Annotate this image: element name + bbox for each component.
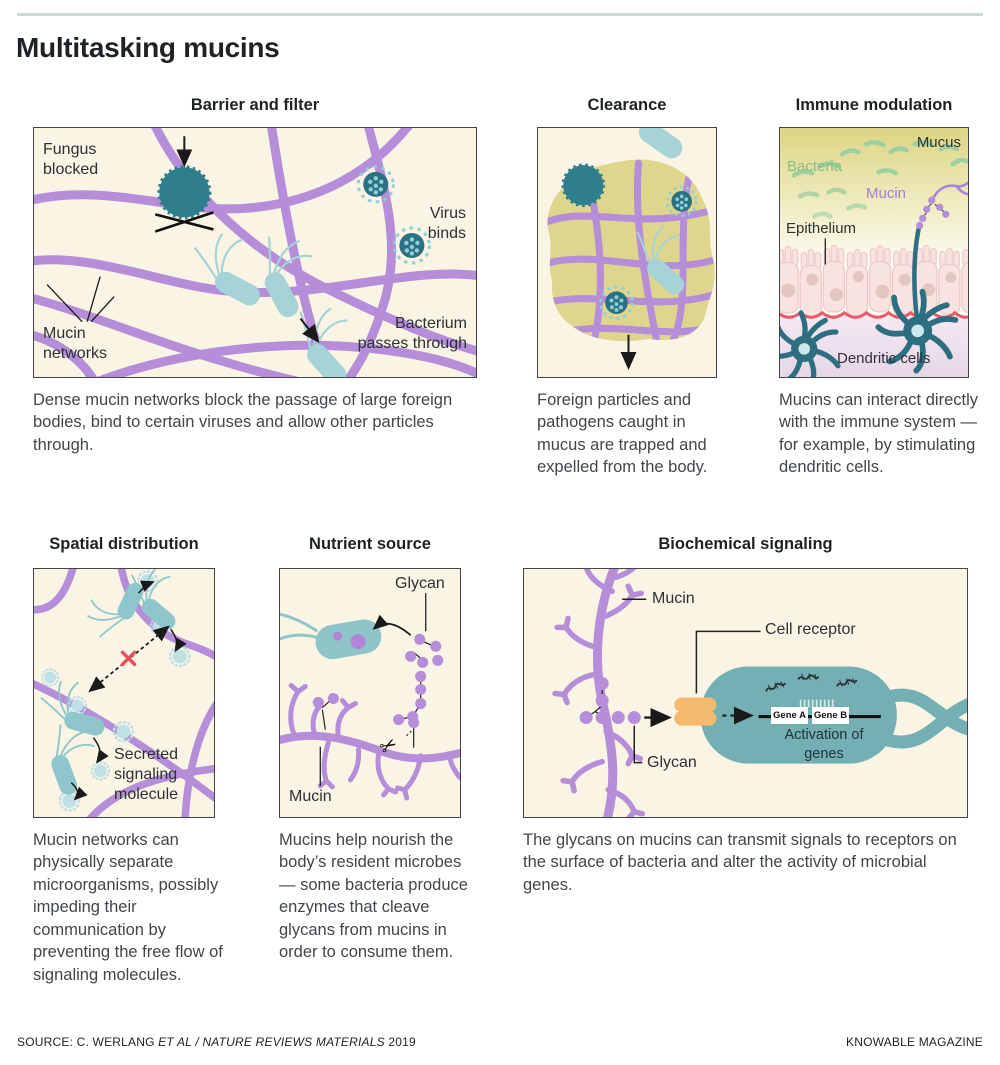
blocked-x-icon (120, 650, 137, 667)
clearance-illustration (547, 128, 715, 370)
label-mucus: Mucus (916, 134, 961, 151)
caption-signaling: The glycans on mucins can transmit signa… (523, 831, 957, 894)
bacterium-icon (315, 619, 382, 660)
mucin-branches (552, 569, 646, 817)
panel-title-clearance: Clearance (587, 96, 667, 114)
panel-immune: Mucus Bacteria Mucin Epithelium Dendriti… (779, 127, 969, 378)
fungus-icon (157, 165, 212, 220)
nutrient-illustration: ✂ (280, 593, 460, 801)
mucin-backbone (592, 569, 619, 817)
cell-nuclei (781, 271, 957, 302)
glycan-dots (579, 676, 641, 725)
publisher-credit: KNOWABLE MAGAZINE (846, 1035, 983, 1049)
uptake-arrow (372, 614, 412, 636)
panel-clearance (537, 127, 717, 378)
mucin-glycan-dots (916, 196, 950, 230)
secretion-arrows (70, 580, 187, 801)
pointer-lines (46, 276, 115, 323)
footer: SOURCE: C. WERLANG ET AL / NATURE REVIEW… (17, 1035, 983, 1049)
label-cell-receptor: Cell receptor (765, 621, 856, 638)
label-mucin-networks: Mucin networks (43, 325, 108, 362)
fungus-icon (561, 163, 606, 208)
caption-immune: Mucins can interact directly with the im… (779, 391, 978, 477)
free-glycan-dots (405, 633, 444, 668)
top-rule (17, 13, 983, 16)
label-dendritic-cells: Dendritic cells (837, 350, 931, 367)
label-glycan: Glycan (647, 754, 697, 771)
attached-glycan-dots (312, 670, 427, 729)
blocked-x-icon (154, 211, 214, 233)
glycan-pointer (633, 725, 643, 764)
gene-a-box: Gene A (771, 707, 808, 724)
caption-nutrient: Mucins help nourish the body’s resident … (279, 831, 468, 962)
label-bacteria: Bacteria (787, 158, 843, 175)
transcription-ticks (799, 699, 834, 708)
panel-nutrient: ✂ Glycan Mucin (279, 568, 461, 818)
mucin-network-strands (34, 128, 476, 377)
caption-clearance: Foreign particles and pathogens caught i… (537, 391, 708, 477)
bacterium-flagella (880, 688, 967, 749)
cell-receptor-icon (674, 697, 717, 726)
label-mucin: Mucin (289, 788, 332, 805)
panel-title-barrier: Barrier and filter (190, 96, 320, 114)
bacterium-icon (606, 128, 708, 164)
mucin-strand (932, 180, 968, 198)
panel-spatial: Secreted signaling molecule (33, 568, 215, 818)
mrna-squiggles (765, 673, 858, 692)
panel-title-signaling: Biochemical signaling (658, 535, 833, 553)
mucin-branches (288, 682, 460, 801)
page-title: Multitasking mucins (16, 32, 280, 63)
panel-title-nutrient: Nutrient source (309, 535, 431, 553)
label-epithelium: Epithelium (786, 220, 857, 237)
dendritic-process (912, 227, 921, 324)
arrow-pass-through (299, 318, 320, 344)
label-virus-binds: Virus binds (427, 205, 466, 242)
source-credit: SOURCE: C. WERLANG ET AL / NATURE REVIEW… (17, 1035, 416, 1049)
panel-barrier: Fungus blocked Virus binds Mucin network… (33, 127, 477, 378)
label-mucin: Mucin (652, 590, 695, 607)
bacteria-icons (791, 140, 968, 219)
label-secreted-molecule: Secreted signaling molecule (114, 746, 179, 803)
receptor-pointer (695, 630, 761, 694)
label-activation: Activation of genes (784, 727, 864, 762)
spatial-illustration (34, 569, 214, 817)
mucin-backbone (280, 731, 460, 763)
immune-illustration (780, 128, 968, 377)
source-suffix: 2019 (384, 1035, 416, 1049)
label-mucin: Mucin (866, 185, 907, 202)
panel-title-immune: Immune modulation (795, 96, 953, 114)
source-prefix: SOURCE: C. WERLANG (17, 1035, 159, 1049)
label-glycan: Glycan (395, 575, 445, 592)
gene-b-box: Gene B (812, 707, 849, 724)
cut-line (406, 729, 414, 737)
panel-title-spatial: Spatial distribution (49, 535, 199, 553)
label-bacterium-passes: Bacterium passes through (357, 315, 467, 352)
label-fungus-blocked: Fungus blocked (43, 141, 99, 178)
bacterium-icon (77, 569, 148, 648)
virus-icon (392, 226, 431, 265)
flagella (280, 612, 319, 641)
caption-barrier: Dense mucin networks block the passage o… (33, 391, 453, 454)
caption-spatial: Mucin networks can physically separate m… (33, 831, 223, 984)
panel-signaling: Mucin Cell receptor Glycan Gene A Gene B… (523, 568, 968, 818)
signaling-illustration (552, 569, 967, 817)
barrier-illustration (34, 128, 476, 377)
source-italic: ET AL / NATURE REVIEWS MATERIALS (158, 1035, 385, 1049)
